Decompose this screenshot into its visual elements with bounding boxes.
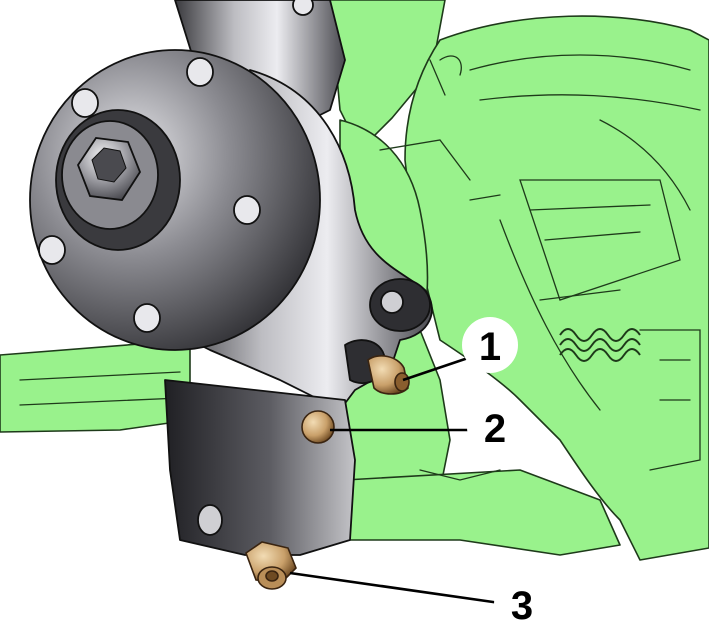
bolt-1 (367, 355, 410, 395)
leader-lines (289, 356, 501, 605)
leader-line-3 (289, 571, 501, 605)
spring-icon (559, 328, 641, 362)
callout-2-label: 2 (484, 407, 506, 451)
stud-hole (186, 57, 214, 87)
callout-3: 3 (494, 576, 550, 632)
stud-hole (292, 0, 314, 16)
bolt-3 (245, 541, 297, 590)
upper-strut (329, 0, 446, 151)
wheel-hub-icon (29, 0, 321, 351)
background-detail-lines (19, 54, 701, 481)
knuckle-lower-arm (164, 379, 356, 556)
stud-hole (71, 88, 99, 118)
stud-hole (133, 303, 161, 333)
bolt-2 (301, 410, 335, 444)
lower-control-arm (0, 339, 191, 433)
callout-1-bg (462, 317, 518, 373)
leader-line-1 (402, 356, 469, 382)
callout-3-label: 3 (511, 584, 533, 628)
callout-3-bg (494, 576, 550, 632)
brake-caliper-assembly (404, 15, 709, 561)
bolt-head-icon (301, 410, 335, 444)
stud-hole (38, 235, 66, 265)
lower-mount-hole (197, 504, 223, 536)
callout-1: 1 (462, 317, 518, 373)
callout-2: 2 (467, 399, 523, 455)
stud-hole (233, 195, 261, 225)
callout-1-label: 1 (479, 325, 501, 369)
callout-2-bg (467, 399, 523, 455)
stud-holes (38, 0, 314, 333)
background-suspension (0, 0, 709, 561)
tie-rod (344, 469, 621, 556)
